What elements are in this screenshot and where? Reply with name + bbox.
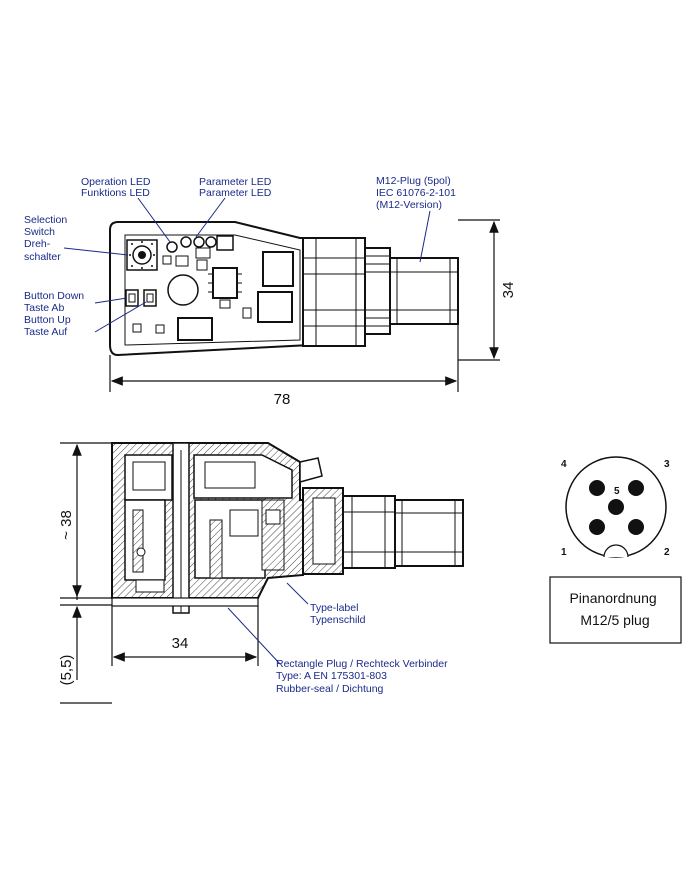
- pin-label-4: 4: [561, 459, 567, 470]
- knurled-ring: [364, 247, 391, 335]
- coding-key: [603, 544, 629, 558]
- parameter-led-1: [180, 236, 192, 248]
- ic-chip: [212, 267, 238, 299]
- dim-height-34: 34: [500, 282, 517, 299]
- pin-diagram: 4 3 5 1 2 Pinanordnung M12/5 plug: [549, 456, 682, 644]
- type-label-label: Type-label Typenschild: [310, 602, 366, 626]
- pin-4: [589, 480, 605, 496]
- rubber-seal: [111, 597, 259, 607]
- selection-switch-label: Selection Switch Dreh- schalter: [24, 214, 70, 263]
- pin-label-1: 1: [561, 547, 567, 558]
- m12-plug-label: M12-Plug (5pol) IEC 61076-2-101 (M12-Ver…: [376, 175, 459, 211]
- pin-label-5: 5: [614, 486, 620, 497]
- pin-3: [628, 480, 644, 496]
- dim-width-78: 78: [274, 391, 291, 408]
- m12-plug: [389, 257, 459, 325]
- pin-caption: Pinanordnung M12/5 plug: [569, 590, 660, 628]
- side-view: ~ 38 (5,5) 34 Type-label Typenschild Rec…: [58, 442, 464, 704]
- dim-offset-5-5: (5,5): [58, 655, 75, 686]
- pin-5: [608, 499, 624, 515]
- section-ring: [342, 495, 396, 569]
- operation-led: [166, 241, 178, 253]
- parameter-led-3: [205, 236, 217, 248]
- pin-1: [589, 519, 605, 535]
- dim-length-34: 34: [172, 635, 189, 652]
- buzzer: [167, 274, 199, 306]
- section-m12: [394, 499, 464, 567]
- pin-2: [628, 519, 644, 535]
- power-module: [177, 317, 213, 341]
- pin-label-3: 3: [664, 459, 670, 470]
- operation-led-label: Operation LED Funktions LED: [81, 176, 153, 199]
- buttons-label: Button Down Taste Ab Button Up Taste Auf: [24, 290, 87, 338]
- rect-plug-label: Rectangle Plug / Rechteck Verbinder Type…: [276, 658, 451, 695]
- pin-label-2: 2: [664, 547, 670, 558]
- pin-caption-box: [549, 576, 682, 644]
- dim-height-38: ~ 38: [58, 510, 75, 540]
- button-down: [125, 289, 139, 307]
- top-view: 34 78 Operation LED Funktions LED Parame…: [24, 175, 517, 408]
- button-up: [143, 289, 157, 307]
- parameter-led-2: [193, 236, 205, 248]
- parameter-led-label: Parameter LED Parameter LED: [199, 176, 274, 199]
